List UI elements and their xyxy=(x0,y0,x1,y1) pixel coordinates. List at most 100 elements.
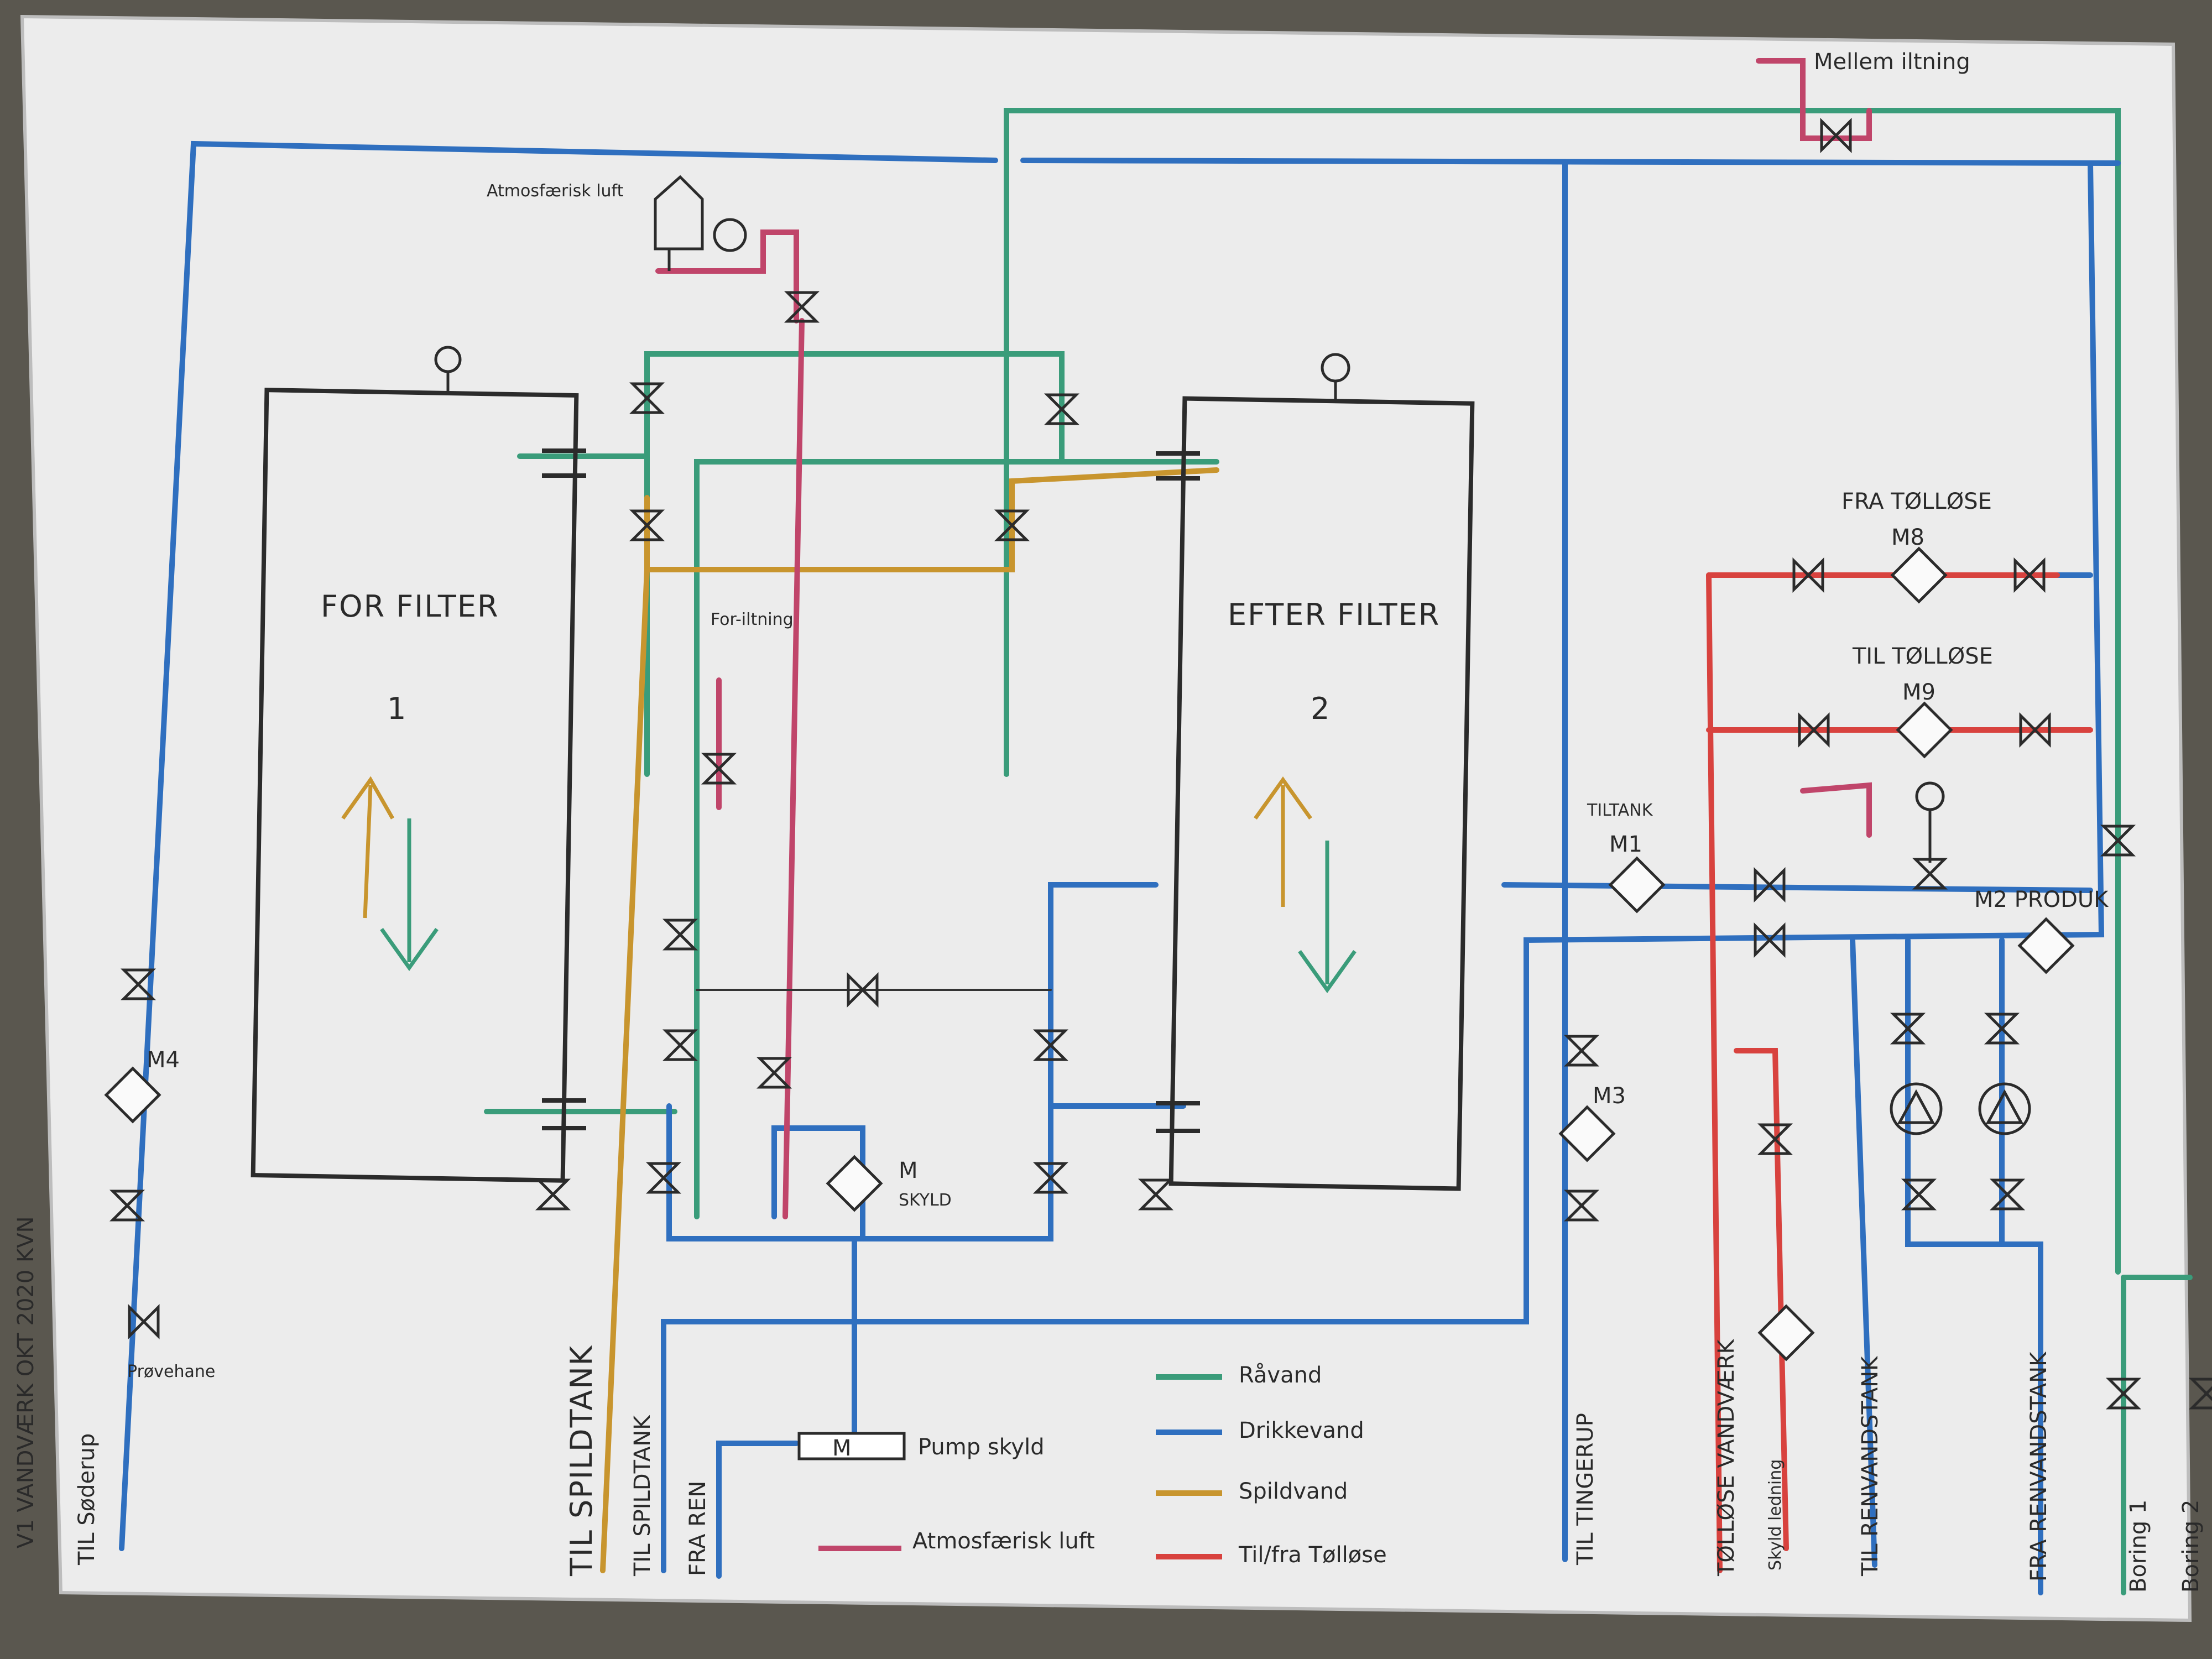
valve-icon xyxy=(1890,1013,1926,1045)
pipe-network xyxy=(119,58,2193,1595)
pipe-raavand-top xyxy=(1004,108,2121,1275)
label-til-tingerup: TIL TINGERUP xyxy=(1573,1413,1598,1566)
label-side-note: V1 VANDVÆRK OKT 2020 KVN xyxy=(13,1216,39,1548)
legend-label-raavand: Råvand xyxy=(1239,1363,1322,1388)
meter-icon xyxy=(1896,701,1953,759)
pipe-raavand-inner xyxy=(694,459,1219,1219)
pipe-drikkevand-fraren xyxy=(716,1441,799,1579)
valve-icon xyxy=(645,1162,682,1194)
meter-icon xyxy=(1558,1105,1616,1162)
valve-icon xyxy=(1044,393,1080,425)
pipe-drikkevand-tiltank xyxy=(1501,882,2093,893)
label-skyld-ledning: Skyld ledning xyxy=(1766,1459,1785,1571)
label-m9: M9 xyxy=(1902,680,1936,705)
flow-arrows xyxy=(341,776,1357,994)
valve-icon xyxy=(629,509,665,541)
efter-filter-tank xyxy=(1168,396,1475,1191)
valve-icon xyxy=(1984,1013,2020,1045)
meter-icon xyxy=(1608,856,1666,914)
label-m2-produk: M2 PRODUK xyxy=(1974,887,2109,912)
valve-icon xyxy=(1032,1162,1069,1194)
pipe-drikkevand-renvand xyxy=(1850,937,1877,1568)
pipe-atmos-right xyxy=(1800,782,1872,838)
pipe-drikkevand-riser xyxy=(1048,882,1159,1109)
label-efter-filter-no: 2 xyxy=(1311,691,1331,726)
for-filter-tank xyxy=(251,388,579,1183)
valve-icon xyxy=(2100,825,2136,857)
valve-icon xyxy=(1792,557,1824,593)
pipe-atmos-vertical xyxy=(782,318,805,1219)
valve-icon xyxy=(1798,712,1830,748)
valve-icon xyxy=(1912,858,1948,890)
valve-icon xyxy=(701,753,737,785)
valve-icon xyxy=(1989,1178,2026,1211)
valve-icon xyxy=(1820,117,1852,154)
diagram-labels: Mellem iltning Atmosfærisk luft FOR FILT… xyxy=(13,49,2204,1593)
label-pump-m: M xyxy=(832,1436,852,1461)
label-boring-2: Boring 2 xyxy=(2178,1500,2204,1593)
label-proevehane: Prøvehane xyxy=(127,1362,215,1381)
pipe-atmos-mellem xyxy=(1756,58,1872,141)
label-efter-filter: EFTER FILTER xyxy=(1228,597,1440,632)
label-m4: M4 xyxy=(147,1047,180,1073)
valve-icon xyxy=(847,972,879,1008)
label-for-iltning: For-iltning xyxy=(711,610,794,629)
label-pump-skyld: Pump skyld xyxy=(918,1434,1045,1460)
air-vent-icon xyxy=(654,175,747,271)
legend-label-spildvand: Spildvand xyxy=(1239,1479,1348,1504)
pipe-spildvand-main xyxy=(644,467,1219,572)
valve-icon xyxy=(662,919,698,951)
pipe-drikkevand-collect xyxy=(666,1103,1186,1241)
pipe-drikkevand-right-top xyxy=(1020,158,2121,166)
valve-icon xyxy=(2188,1378,2212,1410)
filter-flanges xyxy=(542,448,1200,1133)
valve-icon xyxy=(662,1029,698,1061)
valve-icon xyxy=(2105,1378,2142,1410)
legend-label-tollose: Til/fra Tølløse xyxy=(1238,1542,1387,1568)
meter-icon xyxy=(104,1066,161,1124)
bow-tie-valve-icon xyxy=(109,117,2212,1410)
valve-icon xyxy=(109,1190,145,1222)
valve-icon xyxy=(535,1178,571,1211)
label-atmos-top: Atmosfærisk luft xyxy=(487,181,624,201)
valve-icon xyxy=(1754,922,1786,958)
label-tollose-vandvaerk: TØLLØSE VANDVÆRK xyxy=(1714,1338,1739,1577)
valve-icon xyxy=(1138,1178,1174,1211)
valve-icon xyxy=(128,1303,160,1340)
legend-label-drikkevand: Drikkevand xyxy=(1239,1418,1364,1443)
valve-icon xyxy=(1032,1029,1069,1061)
valve-icon xyxy=(1754,867,1786,903)
valve-icon xyxy=(1563,1190,1600,1222)
valve-icon xyxy=(2013,557,2046,593)
pipe-atmos-top xyxy=(655,229,799,324)
meter-icon xyxy=(2017,917,2075,974)
valve-icon xyxy=(1563,1035,1600,1067)
pipe-drikkevand-pumps xyxy=(1905,937,2043,1595)
legend: Råvand Drikkevand Spildvand Til/fra Tøll… xyxy=(818,1363,1387,1568)
meter-icon xyxy=(1890,546,1948,604)
label-tiltank: TILTANK xyxy=(1587,801,1653,820)
paper-sheet xyxy=(20,14,2192,1623)
valve-icon xyxy=(756,1057,792,1089)
pipe-tollose-skyld xyxy=(1734,1048,1789,1551)
label-boring-1: Boring 1 xyxy=(2126,1500,2151,1593)
meter-icon xyxy=(1757,1304,1815,1361)
label-til-tollose: TIL TØLLØSE xyxy=(1852,644,1993,669)
label-m-skyld: M xyxy=(899,1158,918,1183)
label-skyld: SKYLD xyxy=(899,1191,952,1210)
label-for-filter: FOR FILTER xyxy=(321,589,499,624)
label-til-spildtank-1: TIL SPILDTANK xyxy=(564,1345,599,1577)
legend-label-atmos: Atmosfærisk luft xyxy=(912,1528,1095,1554)
valve-icon xyxy=(120,968,156,1000)
label-fra-tollose: FRA TØLLØSE xyxy=(1841,489,1992,514)
label-til-soederup: TIL Søderup xyxy=(74,1433,100,1566)
valve-icon xyxy=(994,509,1030,541)
pipe-tollose-vertical xyxy=(1706,572,1723,1573)
label-m3: M3 xyxy=(1593,1083,1626,1109)
diamond-meter-icon xyxy=(104,546,2075,1361)
meter-icon xyxy=(826,1155,883,1212)
valve-icon xyxy=(1901,1178,1937,1211)
label-fra-ren: FRA REN xyxy=(685,1481,711,1576)
label-til-renvandstank: TIL RENVANDSTANK xyxy=(1858,1355,1883,1577)
